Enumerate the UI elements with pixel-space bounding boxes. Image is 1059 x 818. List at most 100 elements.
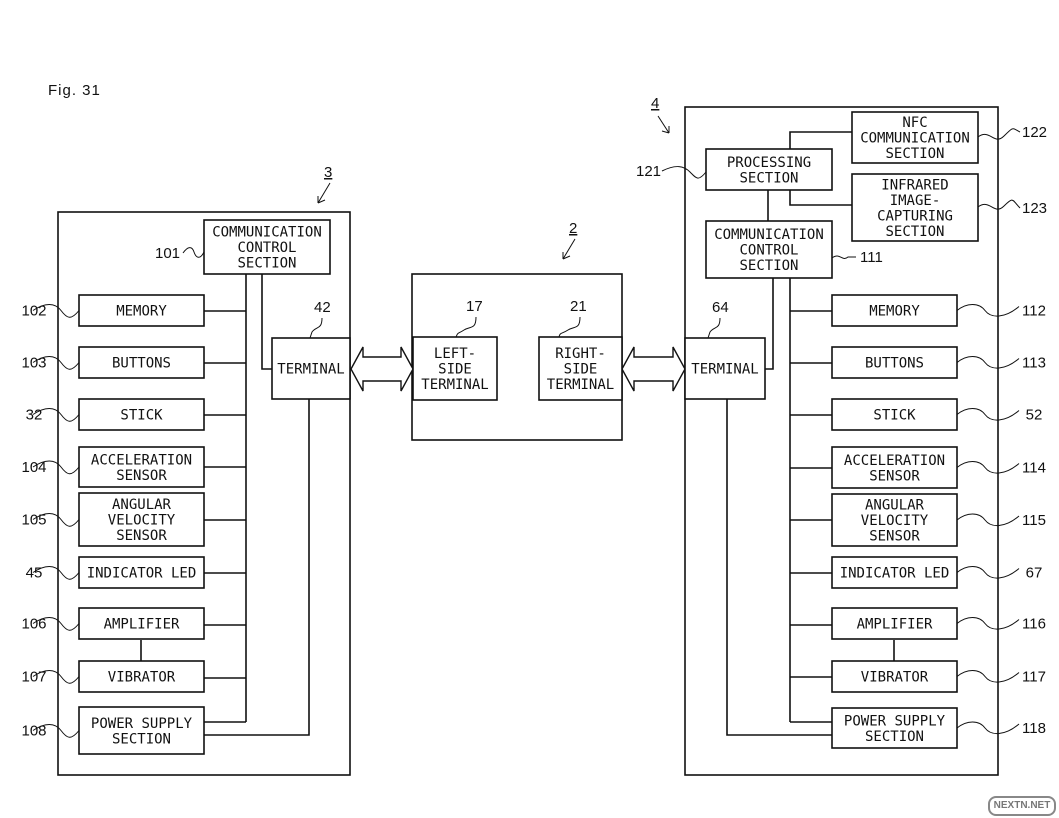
left-device-ref: 3 [324,164,332,181]
left-terminal-label: TERMINAL [277,362,344,378]
left-component-vibrator-label: VIBRATOR [108,670,176,686]
left-component-stick-label: STICK [120,408,163,424]
right-side-terminal-box [538,336,623,401]
left-comm-control-ref-number: 101 [155,245,180,262]
right-infrared-label: CAPTURING [877,208,953,224]
right-side-terminal-ref-number: 21 [570,298,587,315]
right-component-indicator-led-ref-number: 67 [1026,565,1043,582]
right-nfc-label: COMMUNICATION [860,131,970,147]
left-side-terminal-box [412,336,498,401]
right-component-angular-velocity-sensor-label: SENSOR [869,529,920,545]
right-component-memory-box [831,294,958,327]
left-comm-control-box [203,219,331,275]
right-component-power-supply-section-ref-number: 118 [1022,720,1046,737]
right-infrared-label: IMAGE- [890,193,941,209]
left-component-angular-velocity-sensor-label: ANGULAR [112,497,172,513]
right-component-buttons-leader [956,356,1020,369]
right-component-power-supply-section-label: SECTION [865,729,924,745]
right-comm-control-leader [831,255,856,259]
left-component-power-supply-section-leader [32,724,80,738]
right-component-power-supply-section-label: POWER SUPPLY [844,713,946,729]
left-component-memory-leader [32,304,80,318]
left-comm-control-leader [182,247,205,258]
left-component-memory-label: MEMORY [116,304,167,320]
right-processing-leader [661,166,707,179]
right-component-indicator-led-leader [956,566,1020,579]
right-side-terminal-label: SIDE [564,362,598,378]
watermark-logo: NEXTN.NET [988,796,1056,816]
left-component-acceleration-sensor-leader [32,460,80,475]
left-component-power-supply-section-box [78,706,205,755]
right-nfc-box [851,111,979,164]
right-comm-control-ref-number: 111 [860,249,883,266]
right-component-amplifier: AMPLIFIER 116 [831,607,1046,640]
right-component-memory-ref-number: 112 [1022,303,1046,320]
left-component-indicator-led-leader [32,566,80,580]
left-side-terminal-leader [455,316,477,338]
right-component-acceleration-sensor-box [831,446,958,489]
main-unit-pointer [562,238,576,260]
right-component-buttons-box [831,346,958,379]
main-unit-ref: 2 [569,220,577,237]
left-component-indicator-led-box [78,556,205,589]
right-component-indicator-led-box [831,556,958,589]
right-component-angular-velocity-sensor-leader [956,513,1020,526]
left-component-buttons-leader [32,356,80,370]
right-component-acceleration-sensor-label: SENSOR [869,468,920,484]
left-component-stick-leader [32,408,80,422]
left-component-amplifier-box [78,607,205,640]
right-component-vibrator-leader [956,670,1020,683]
right-component-amplifier-ref-number: 116 [1022,616,1046,633]
right-component-vibrator-label: VIBRATOR [861,670,929,686]
left-component-indicator-led-label: INDICATOR LED [87,566,197,582]
right-component-indicator-led-label: INDICATOR LED [840,566,950,582]
right-component-power-supply-section-box [831,707,958,749]
right-component-angular-velocity-sensor-label: VELOCITY [861,513,929,529]
right-component-stick-label: STICK [873,408,916,424]
right-component-angular-velocity-sensor-label: ANGULAR [865,498,925,514]
right-terminal-ref-number: 64 [712,299,729,316]
right-infrared-box [851,173,979,242]
right-component-amplifier-label: AMPLIFIER [857,617,933,633]
right-component-vibrator-ref-number: 117 [1022,669,1046,686]
left-component-power-supply-section-label: SECTION [112,731,171,747]
right-component-amplifier-box [831,607,958,640]
right-component-memory-leader [956,304,1020,317]
left-component-memory-box [78,294,205,327]
right-wiring [726,131,895,736]
left-component-acceleration-sensor-label: ACCELERATION [91,452,192,468]
right-component-angular-velocity-sensor-ref-number: 115 [1022,512,1046,529]
right-infrared-leader [977,199,1021,210]
right-comm-control-label: CONTROL [739,243,798,259]
right-side-terminal-leader [558,316,581,338]
right-terminal-leader [707,317,721,339]
left-component-vibrator-leader [32,670,80,684]
left-wiring [140,274,310,736]
left-component-buttons-box [78,346,205,379]
right-comm-control-label: SECTION [739,258,798,274]
right-nfc-leader [977,128,1021,140]
left-comm-control-label: CONTROL [237,240,296,256]
left-terminal-box [271,337,351,400]
left-component-acceleration-sensor-box [78,446,205,488]
right-component-stick-leader [956,408,1020,421]
right-terminal-box [684,337,766,400]
right-component-acceleration-sensor-ref-number: 114 [1022,460,1046,477]
left-side-terminal-ref-number: 17 [466,298,483,315]
left-comm-control-label: COMMUNICATION [212,225,322,241]
